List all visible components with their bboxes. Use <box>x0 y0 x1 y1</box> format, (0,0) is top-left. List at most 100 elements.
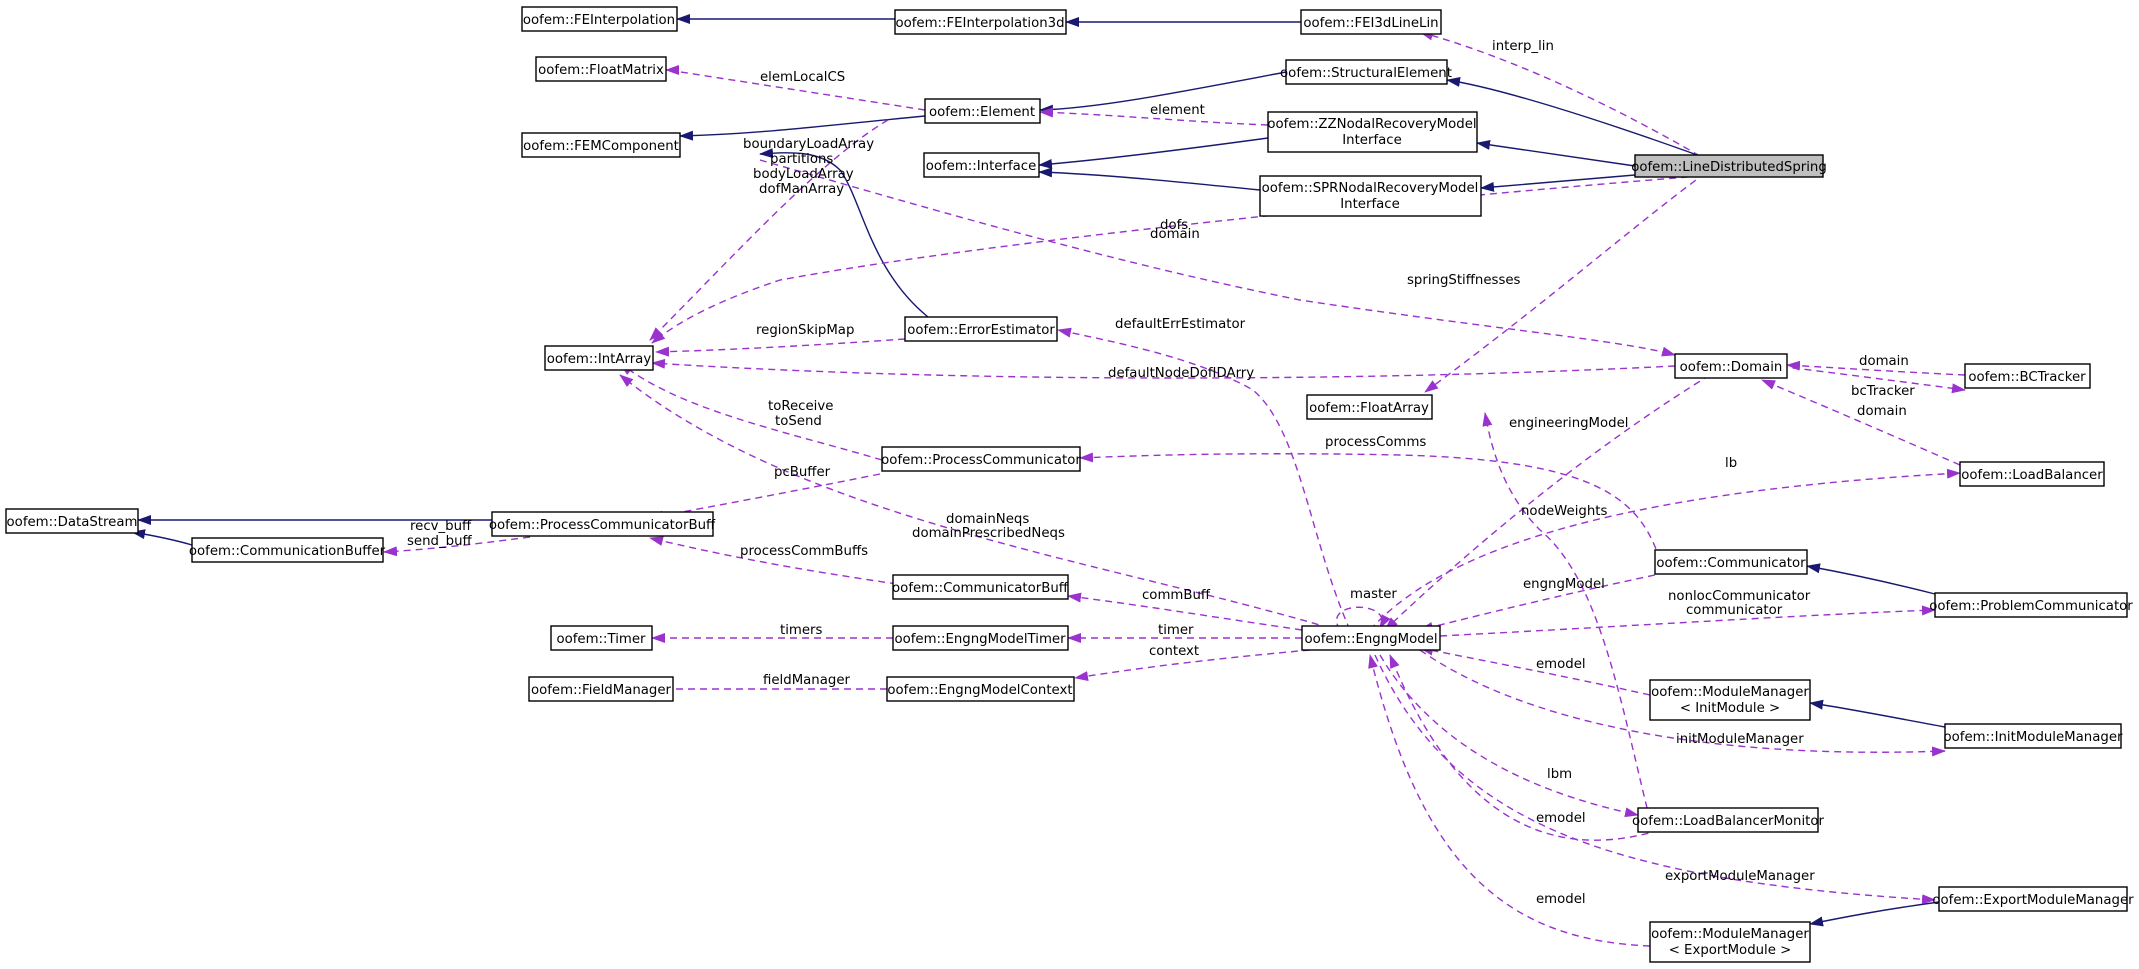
edge-nonlocCommunicator <box>1439 605 1936 637</box>
node-fem-component[interactable]: oofem::FEMComponent <box>521 132 681 158</box>
node-problem-communicator[interactable]: oofem::ProblemCommunicator <box>1929 592 2133 618</box>
edge-label: timer <box>1158 623 1194 638</box>
edge-label: defaultErrEstimator <box>1115 317 1246 332</box>
node-data-stream[interactable]: oofem::DataStream <box>5 508 139 534</box>
edge-interp_lin <box>1419 30 1701 157</box>
edge-zz-interface <box>1038 137 1269 169</box>
node-error-estimator[interactable]: oofem::ErrorEstimator <box>904 316 1058 342</box>
edge-label: interp_lin <box>1492 39 1554 54</box>
edge-engngModel <box>1419 574 1656 632</box>
node-process-communicator-buff[interactable]: oofem::ProcessCommunicatorBuff <box>489 511 716 537</box>
svg-text:oofem::ExportModuleManager: oofem::ExportModuleManager <box>1932 893 2134 908</box>
edge-boundaryLoadArray <box>649 119 889 341</box>
svg-text:oofem::CommunicationBuffer: oofem::CommunicationBuffer <box>189 544 386 559</box>
edge-domain-bc <box>1786 360 1966 376</box>
node-load-balancer-monitor[interactable]: oofem::LoadBalancerMonitor <box>1632 807 1825 833</box>
edge-errest-femcomp <box>759 148 929 318</box>
svg-text:oofem::Communicator: oofem::Communicator <box>1656 556 1806 571</box>
svg-text:< ExportModule >: < ExportModule > <box>1669 943 1792 958</box>
node-fe-interpolation-3d[interactable]: oofem::FEInterpolation3d <box>894 9 1067 35</box>
edge-exportmm-mmexport <box>1809 901 1940 927</box>
edge-label: domainPrescribedNeqs <box>912 526 1065 541</box>
edge-dofs <box>651 175 1701 344</box>
node-bc-tracker[interactable]: oofem::BCTracker <box>1964 363 2091 389</box>
svg-text:oofem::ErrorEstimator: oofem::ErrorEstimator <box>907 323 1055 338</box>
svg-text:oofem::ProcessCommunicator: oofem::ProcessCommunicator <box>881 453 1081 468</box>
edge-label: engineeringModel <box>1509 416 1628 431</box>
svg-text:oofem::InitModuleManager: oofem::InitModuleManager <box>1944 730 2123 745</box>
svg-text:oofem::DataStream: oofem::DataStream <box>7 515 138 530</box>
edge-label: emodel <box>1536 892 1586 907</box>
edge-domainNeqs <box>619 374 1331 629</box>
node-timer[interactable]: oofem::Timer <box>550 625 653 651</box>
node-zz-nodal-recovery-model-interface[interactable]: oofem::ZZNodalRecoveryModel Interface <box>1267 111 1478 153</box>
edge-label: nodeWeights <box>1521 504 1608 519</box>
node-process-communicator[interactable]: oofem::ProcessCommunicator <box>881 446 1081 472</box>
node-export-module-manager[interactable]: oofem::ExportModuleManager <box>1932 886 2134 912</box>
node-communicator-buff[interactable]: oofem::CommunicatorBuff <box>892 574 1069 600</box>
edge-label: lbm <box>1547 767 1572 782</box>
edge-label: domain <box>1150 227 1200 242</box>
edge-label: partitions <box>770 152 833 167</box>
edge-label: master <box>1350 587 1397 602</box>
edge-label: regionSkipMap <box>756 323 854 338</box>
svg-text:oofem::StructuralElement: oofem::StructuralElement <box>1280 66 1452 81</box>
node-fei3d-line-lin[interactable]: oofem::FEI3dLineLin <box>1300 9 1442 35</box>
edge-emodel-export <box>1368 654 1651 947</box>
edge-lbm <box>1379 654 1639 818</box>
edge-exportModuleManager <box>1374 654 1936 905</box>
node-structural-element[interactable]: oofem::StructuralElement <box>1280 59 1452 85</box>
node-communicator[interactable]: oofem::Communicator <box>1654 549 1808 575</box>
node-line-distributed-spring[interactable]: oofem::LineDistributedSpring <box>1631 154 1827 178</box>
edge-label: domain <box>1857 404 1907 419</box>
edge-label: fieldManager <box>763 673 851 688</box>
edge-label: communicator <box>1686 603 1783 618</box>
svg-text:oofem::EngngModelTimer: oofem::EngngModelTimer <box>894 632 1066 647</box>
edge-label: nonlocCommunicator <box>1668 589 1811 604</box>
node-field-manager[interactable]: oofem::FieldManager <box>528 676 674 702</box>
edge-label: send_buff <box>407 534 472 549</box>
node-module-manager-init-module[interactable]: oofem::ModuleManager < InitModule > <box>1649 679 1811 721</box>
nodes: oofem::LineDistributedSpring oofem::FEIn… <box>5 6 2134 963</box>
edges <box>131 14 1966 947</box>
node-float-matrix[interactable]: oofem::FloatMatrix <box>535 56 667 82</box>
edge-label: toSend <box>775 414 822 429</box>
edge-label: boundaryLoadArray <box>743 137 874 152</box>
node-interface[interactable]: oofem::Interface <box>923 152 1040 178</box>
edge-processCommBuffs <box>649 536 898 585</box>
node-engng-model-timer[interactable]: oofem::EngngModelTimer <box>892 625 1069 651</box>
edge-labels: interp_lin elemLocalCS element boundaryL… <box>407 39 1915 907</box>
node-int-array[interactable]: oofem::IntArray <box>544 345 654 371</box>
edge-label: lb <box>1725 456 1737 471</box>
edge-label: bodyLoadArray <box>753 167 854 182</box>
node-float-array[interactable]: oofem::FloatArray <box>1306 394 1433 420</box>
edge-label: element <box>1150 103 1205 118</box>
svg-text:oofem::CommunicatorBuff: oofem::CommunicatorBuff <box>892 581 1069 596</box>
edge-label: toReceive <box>768 399 833 414</box>
svg-text:oofem::ProblemCommunicator: oofem::ProblemCommunicator <box>1929 599 2133 614</box>
edge-element <box>1039 107 1269 126</box>
edge-label: exportModuleManager <box>1665 869 1815 884</box>
node-fe-interpolation[interactable]: oofem::FEInterpolation <box>521 6 678 32</box>
node-element[interactable]: oofem::Element <box>924 98 1041 124</box>
node-init-module-manager[interactable]: oofem::InitModuleManager <box>1944 723 2123 749</box>
edge-label: pcBuffer <box>774 465 831 480</box>
edge-lds-structel <box>1446 77 1701 157</box>
edge-lds-spr <box>1480 174 1636 192</box>
node-communication-buffer[interactable]: oofem::CommunicationBuffer <box>189 537 386 563</box>
svg-text:oofem::LoadBalancer: oofem::LoadBalancer <box>1961 468 2103 483</box>
node-engng-model[interactable]: oofem::EngngModel <box>1301 625 1441 651</box>
node-engng-model-context[interactable]: oofem::EngngModelContext <box>886 676 1075 702</box>
svg-text:oofem::BCTracker: oofem::BCTracker <box>1968 370 2086 385</box>
node-domain[interactable]: oofem::Domain <box>1674 353 1788 379</box>
edge-lds-zz <box>1476 139 1636 167</box>
node-spr-nodal-recovery-model-interface[interactable]: oofem::SPRNodalRecoveryModel Interface <box>1259 175 1482 217</box>
node-module-manager-export-module[interactable]: oofem::ModuleManager < ExportModule > <box>1649 921 1811 963</box>
svg-text:oofem::FEInterpolation: oofem::FEInterpolation <box>523 13 675 28</box>
svg-text:oofem::Element: oofem::Element <box>929 105 1035 120</box>
node-load-balancer[interactable]: oofem::LoadBalancer <box>1959 461 2105 487</box>
edge-defaultErrEstimator <box>1057 327 1351 631</box>
svg-text:oofem::EngngModel: oofem::EngngModel <box>1304 632 1437 647</box>
edge-recv_buff <box>383 536 531 557</box>
